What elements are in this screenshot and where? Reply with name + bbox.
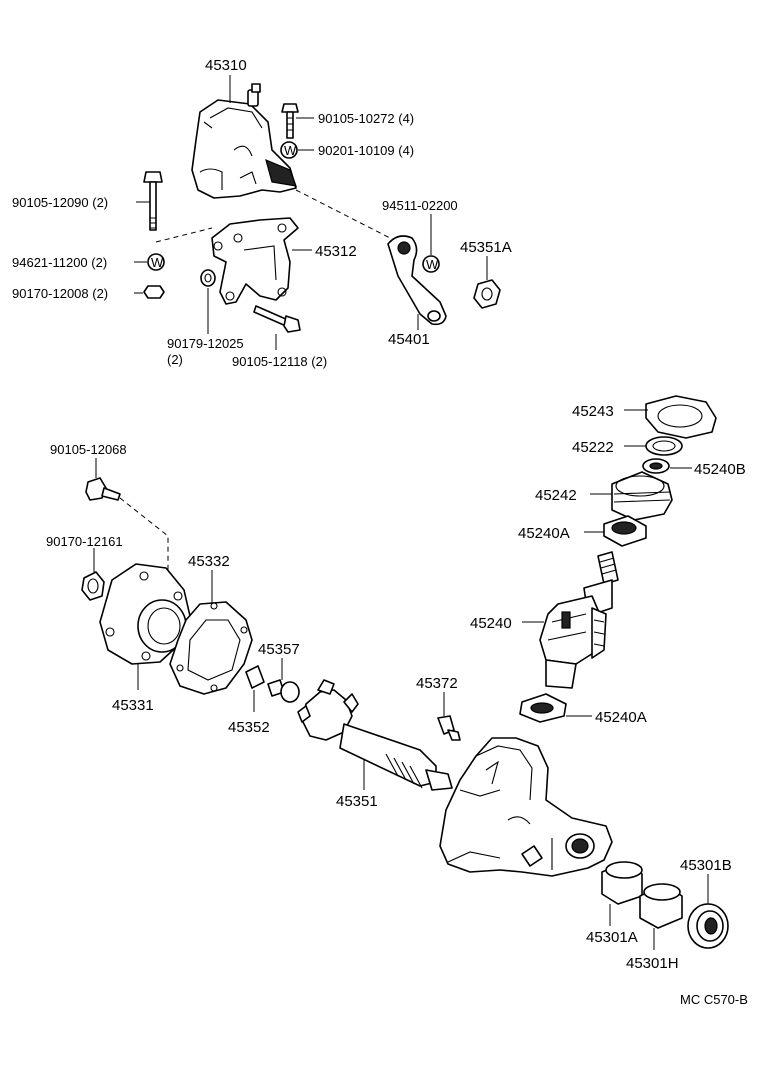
part-45332-gasket (169, 601, 253, 695)
callout-94511-02200: 94511-02200 (382, 198, 458, 213)
callout-45301B: 45301B (680, 857, 732, 874)
part-45357-screw (267, 679, 300, 703)
part-45222-seal (645, 436, 683, 456)
washer-94621-11200: W (147, 253, 165, 271)
callout-45240A-lower: 45240A (595, 709, 647, 726)
part-45312-bracket (211, 217, 299, 305)
nut-45351A (473, 279, 501, 309)
part-45242-adjusting-screw (611, 471, 673, 521)
callout-45301A: 45301A (586, 929, 638, 946)
callout-45240B: 45240B (694, 461, 746, 478)
part-45240A-lower-bearing (519, 693, 567, 723)
washer-90201-10109: W (280, 141, 298, 159)
callout-45372: 45372 (416, 675, 458, 692)
nut-90170-12161 (81, 571, 105, 601)
callout-45240A-upper: 45240A (518, 525, 570, 542)
callout-90105-12090: 90105-12090 (2) (12, 195, 108, 210)
svg-text:W: W (151, 255, 164, 270)
callout-45243: 45243 (572, 403, 614, 420)
part-45301B-seal (687, 903, 729, 949)
callout-90179-12025: 90179-12025 (167, 336, 244, 351)
callout-45401: 45401 (388, 331, 430, 348)
part-45240A-upper-bearing (603, 515, 647, 547)
part-45351-sector-shaft (297, 679, 453, 791)
part-45243-locknut (645, 395, 717, 439)
bolt-90105-12090 (143, 171, 163, 231)
svg-text:W: W (426, 257, 439, 272)
callout-45312: 45312 (315, 243, 357, 260)
callout-45352: 45352 (228, 719, 270, 736)
callout-90105-10272: 90105-10272 (4) (318, 111, 414, 126)
part-45372-plug (437, 715, 461, 741)
part-45301H-bushing (639, 883, 683, 929)
callout-90201-10109: 90201-10109 (4) (318, 143, 414, 158)
callout-45351: 45351 (336, 793, 378, 810)
callout-45331: 45331 (112, 697, 154, 714)
callout-45357: 45357 (258, 641, 300, 658)
figure-code: MC C570-B (680, 992, 748, 1007)
part-45301A-bushing (601, 861, 643, 905)
nut-90179-12025 (200, 269, 216, 287)
bolt-90105-12068 (85, 477, 121, 501)
bolt-90105-12118 (253, 305, 301, 333)
part-45352-shim (245, 665, 265, 689)
callout-90179-qty: (2) (167, 352, 183, 367)
callout-90105-12118: 90105-12118 (2) (232, 354, 327, 369)
callout-45351A: 45351A (460, 239, 512, 256)
part-45401-pitman-arm (387, 235, 447, 326)
callout-45301H: 45301H (626, 955, 679, 972)
svg-text:W: W (284, 143, 297, 158)
callout-45222: 45222 (572, 439, 614, 456)
callout-45332: 45332 (188, 553, 230, 570)
washer-94511-02200: W (422, 255, 440, 273)
part-main-gear-housing (439, 737, 613, 877)
callout-90170-12008: 90170-12008 (2) (12, 286, 108, 301)
callout-45240: 45240 (470, 615, 512, 632)
callout-90105-12068: 90105-12068 (50, 442, 127, 457)
callout-94621-11200: 94621-11200 (2) (12, 255, 107, 270)
part-45240-worm-shaft (539, 551, 619, 689)
callout-45310: 45310 (205, 57, 247, 74)
nut-90170-12008 (143, 285, 165, 299)
bolt-90105-10272 (281, 103, 299, 139)
callout-45242: 45242 (535, 487, 577, 504)
part-45240B-bearing (642, 458, 670, 474)
callout-90170-12161: 90170-12161 (46, 534, 123, 549)
part-45310-housing (191, 83, 297, 199)
